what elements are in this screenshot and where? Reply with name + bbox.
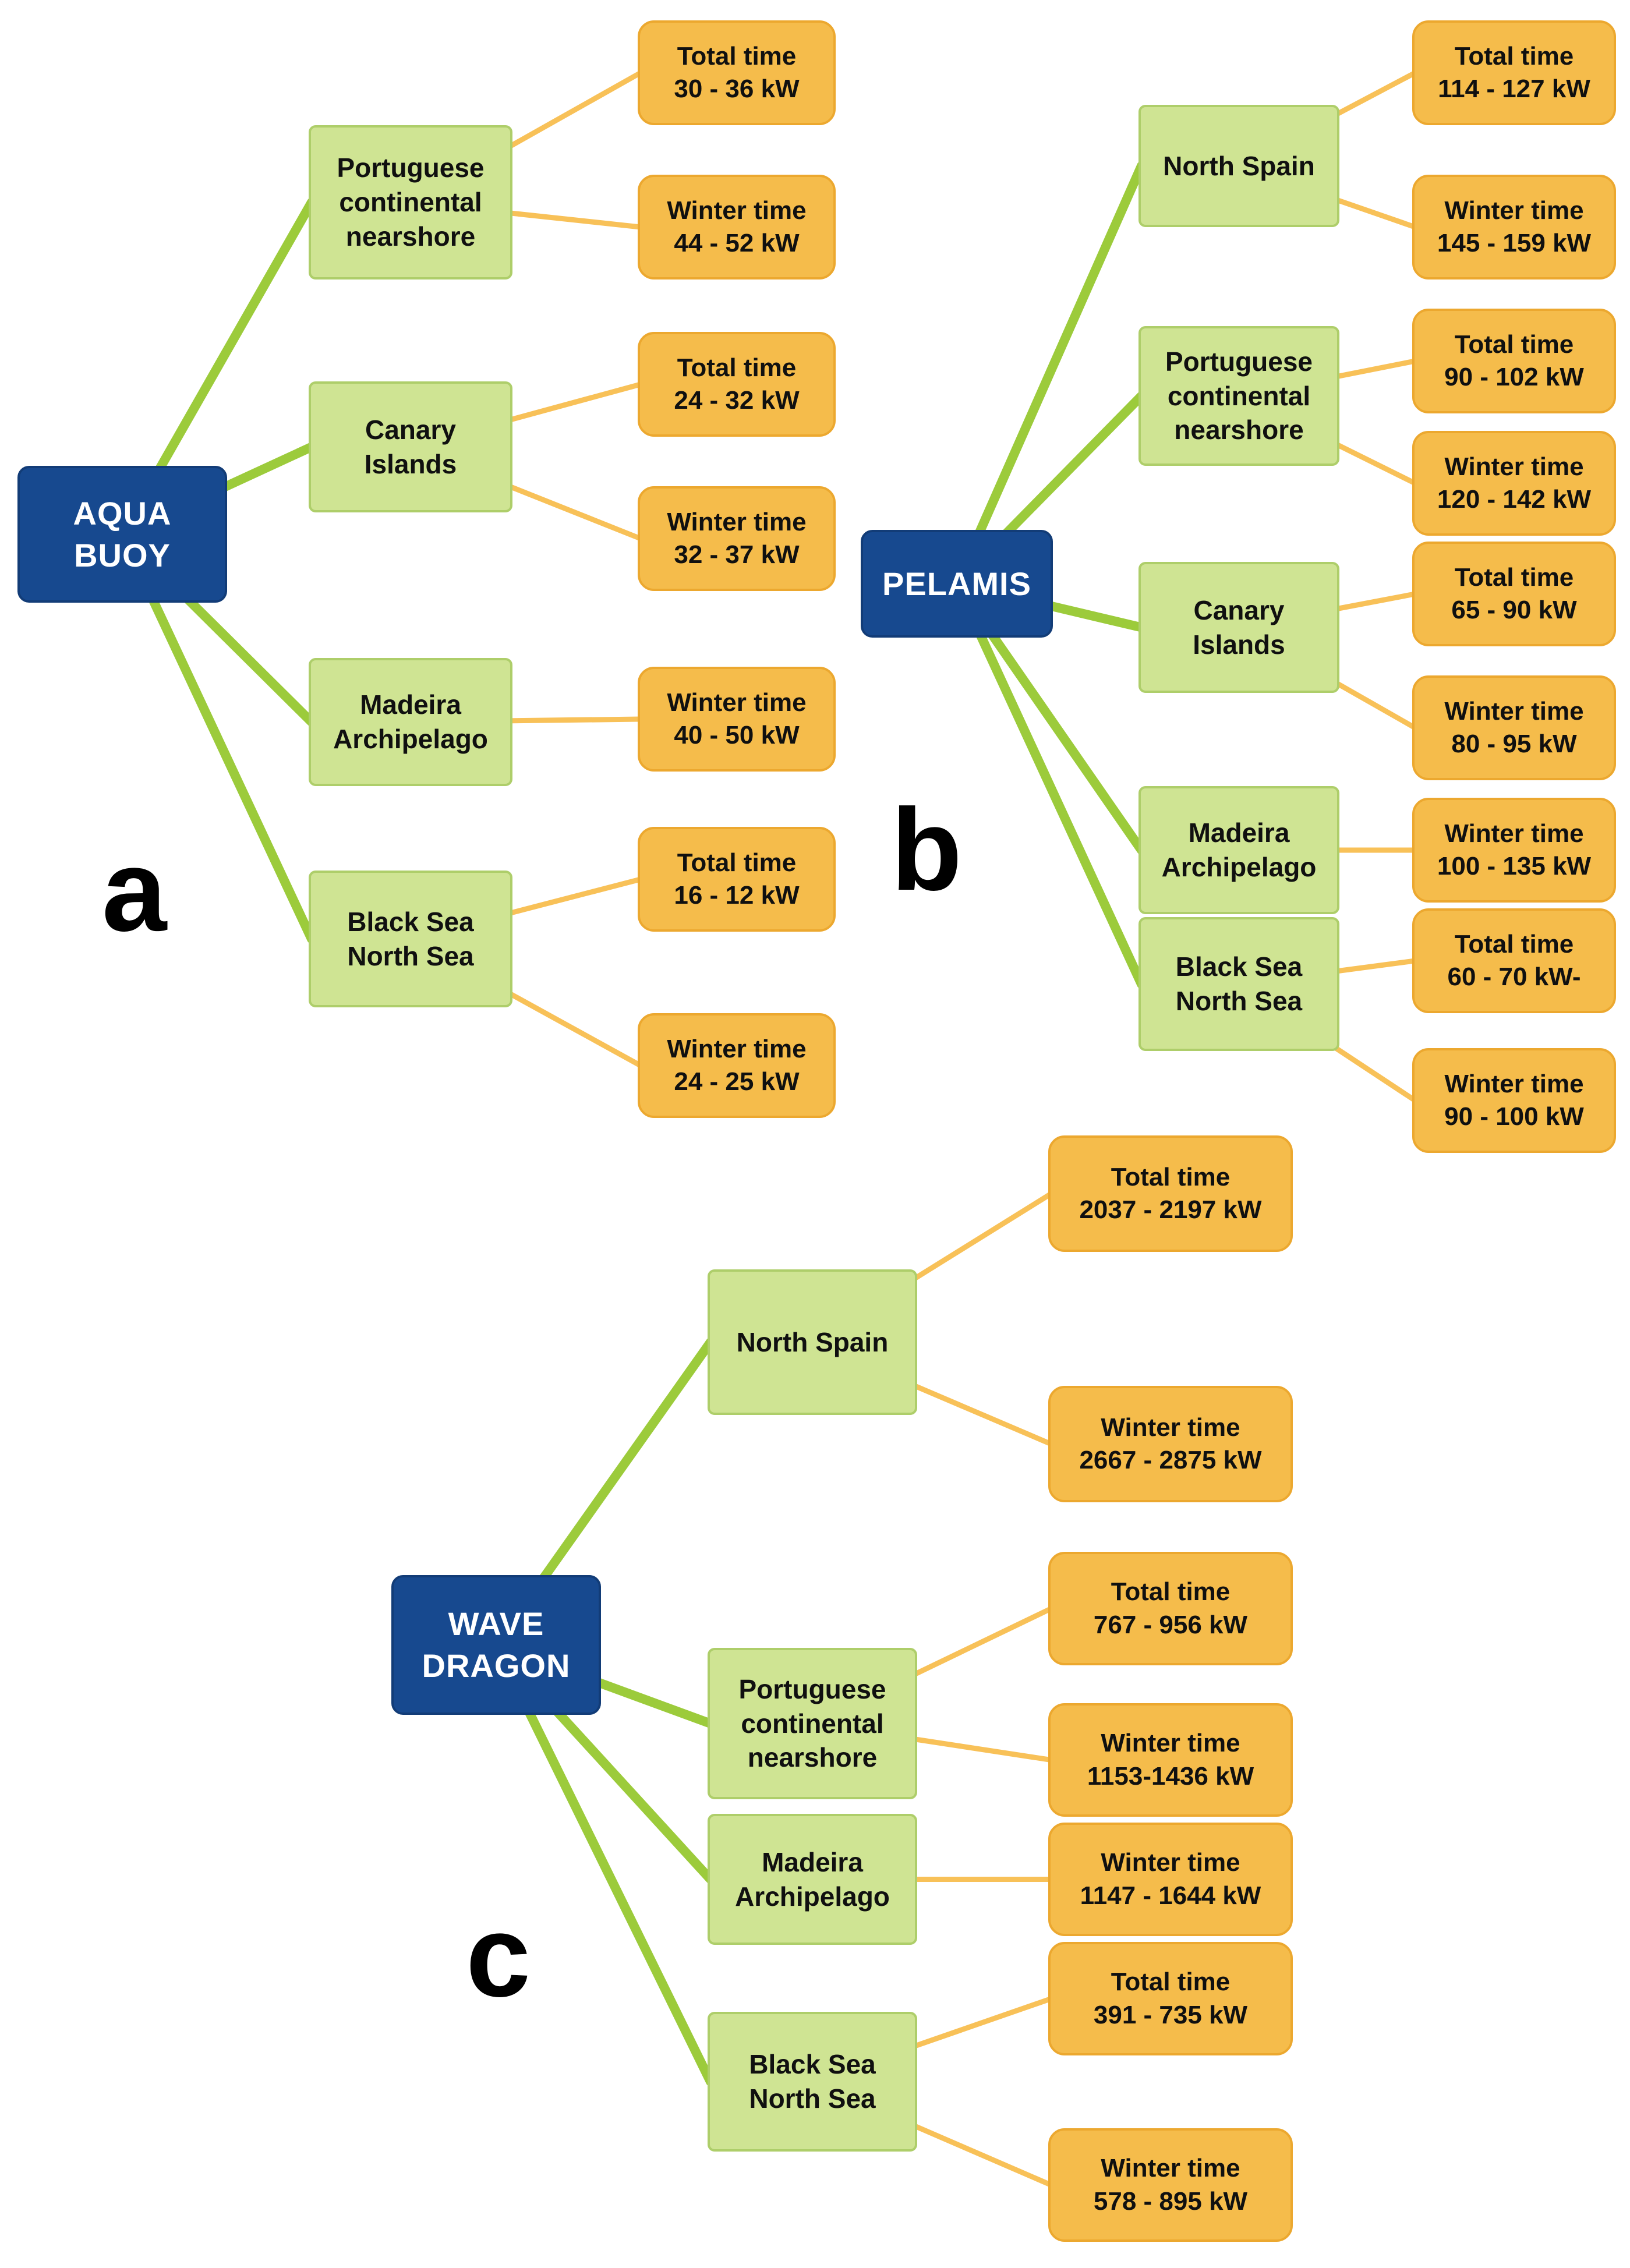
leaf-value: 767 - 956 kW: [1093, 1610, 1248, 1639]
leaf-title: Total time: [1454, 41, 1574, 70]
root-branch-connector: [492, 1640, 715, 2086]
leaf-node: Total time 24 - 32 kW: [638, 332, 836, 437]
leaf-value: 90 - 102 kW: [1444, 363, 1584, 391]
leaf-node: Total time 114 - 127 kW: [1412, 20, 1616, 125]
location-node: Madeira Archipelago: [708, 1814, 917, 1945]
leaf-title: Total time: [1454, 929, 1574, 958]
leaf-value: 24 - 32 kW: [674, 386, 800, 415]
leaf-node: Winter time 578 - 895 kW: [1048, 2128, 1293, 2242]
leaf-node: Total time 2037 - 2197 kW: [1048, 1135, 1293, 1252]
leaf-title: Winter time: [1444, 1069, 1584, 1098]
leaf-node: Winter time 80 - 95 kW: [1412, 675, 1616, 780]
leaf-node: Winter time 44 - 52 kW: [638, 175, 836, 279]
leaf-node: Total time 60 - 70 kW-: [1412, 908, 1616, 1013]
location-node: Canary Islands: [1138, 562, 1339, 693]
section-label: a: [102, 826, 167, 956]
leaf-node: Winter time 1147 - 1644 kW: [1048, 1823, 1293, 1936]
leaf-title: Winter time: [1101, 1729, 1240, 1758]
location-node: Portuguese continental nearshore: [1138, 326, 1339, 466]
location-node: Canary Islands: [309, 381, 512, 512]
leaf-node: Winter time 40 - 50 kW: [638, 667, 836, 772]
leaf-node: Winter time 120 - 142 kW: [1412, 431, 1616, 536]
section-label: c: [466, 1891, 531, 2021]
leaf-value: 2667 - 2875 kW: [1079, 1446, 1262, 1474]
leaf-value: 100 - 135 kW: [1437, 852, 1592, 880]
leaf-node: Total time 391 - 735 kW: [1048, 1942, 1293, 2055]
leaf-title: Winter time: [1101, 1848, 1240, 1877]
leaf-node: Winter time 24 - 25 kW: [638, 1013, 836, 1118]
leaf-value: 40 - 50 kW: [674, 721, 800, 749]
leaf-title: Total time: [1111, 1577, 1231, 1607]
leaf-value: 120 - 142 kW: [1437, 485, 1592, 514]
leaf-title: Winter time: [667, 196, 807, 225]
leaf-value: 32 - 37 kW: [674, 540, 800, 569]
location-node: Portuguese continental nearshore: [708, 1648, 917, 1799]
leaf-value: 90 - 100 kW: [1444, 1102, 1584, 1131]
leaf-value: 65 - 90 kW: [1451, 596, 1577, 624]
section-label: b: [891, 785, 963, 915]
leaf-title: Winter time: [1101, 1413, 1240, 1442]
leaf-title: Total time: [1111, 1968, 1231, 1997]
leaf-node: Total time 65 - 90 kW: [1412, 542, 1616, 646]
root-node: WAVE DRAGON: [391, 1575, 601, 1715]
leaf-value: 80 - 95 kW: [1451, 730, 1577, 758]
leaf-title: Winter time: [1444, 696, 1584, 726]
leaf-title: Total time: [1111, 1162, 1231, 1191]
location-node: Black Sea North Sea: [1138, 917, 1339, 1051]
leaf-value: 391 - 735 kW: [1093, 2000, 1248, 2029]
leaf-value: 2037 - 2197 kW: [1079, 1195, 1262, 1224]
leaf-value: 1147 - 1644 kW: [1080, 1881, 1261, 1910]
leaf-value: 145 - 159 kW: [1437, 229, 1592, 257]
location-node: Black Sea North Sea: [708, 2012, 917, 2152]
leaf-title: Winter time: [1444, 452, 1584, 481]
leaf-node: Winter time 100 - 135 kW: [1412, 798, 1616, 903]
location-node: North Spain: [708, 1269, 917, 1415]
leaf-node: Winter time 1153-1436 kW: [1048, 1703, 1293, 1817]
leaf-title: Winter time: [1101, 2154, 1240, 2183]
leaf-value: 24 - 25 kW: [674, 1067, 800, 1096]
location-node: Madeira Archipelago: [309, 658, 512, 786]
root-branch-connector: [952, 161, 1146, 589]
leaf-title: Winter time: [667, 507, 807, 536]
leaf-value: 1153-1436 kW: [1087, 1761, 1254, 1791]
leaf-node: Total time 90 - 102 kW: [1412, 309, 1616, 413]
leaf-value: 60 - 70 kW-: [1447, 963, 1581, 991]
leaf-value: 30 - 36 kW: [674, 75, 800, 103]
location-node: Madeira Archipelago: [1138, 786, 1339, 914]
leaf-node: Winter time 90 - 100 kW: [1412, 1048, 1616, 1153]
leaf-node: Winter time 145 - 159 kW: [1412, 175, 1616, 279]
root-node: AQUA BUOY: [17, 466, 227, 603]
leaf-title: Total time: [677, 353, 797, 382]
leaf-node: Winter time 2667 - 2875 kW: [1048, 1386, 1293, 1502]
leaf-title: Winter time: [667, 688, 807, 717]
location-node: Black Sea North Sea: [309, 871, 512, 1007]
location-node: Portuguese continental nearshore: [309, 125, 512, 279]
leaf-node: Total time 16 - 12 kW: [638, 827, 836, 932]
leaf-node: Total time 30 - 36 kW: [638, 20, 836, 125]
leaf-value: 578 - 895 kW: [1093, 2186, 1248, 2216]
leaf-title: Winter time: [1444, 196, 1584, 225]
leaf-node: Winter time 32 - 37 kW: [638, 486, 836, 591]
leaf-value: 16 - 12 kW: [674, 881, 800, 910]
root-node: PELAMIS: [861, 530, 1053, 638]
leaf-title: Winter time: [667, 1034, 807, 1063]
leaf-title: Total time: [1454, 562, 1574, 592]
leaf-title: Total time: [1454, 330, 1574, 359]
leaf-value: 114 - 127 kW: [1438, 75, 1590, 103]
leaf-value: 44 - 52 kW: [674, 229, 800, 257]
leaf-title: Total time: [677, 41, 797, 70]
location-node: North Spain: [1138, 105, 1339, 227]
root-branch-connector: [952, 579, 1146, 989]
leaf-title: Total time: [677, 848, 797, 877]
leaf-title: Winter time: [1444, 819, 1584, 848]
leaf-node: Total time 767 - 956 kW: [1048, 1552, 1293, 1665]
